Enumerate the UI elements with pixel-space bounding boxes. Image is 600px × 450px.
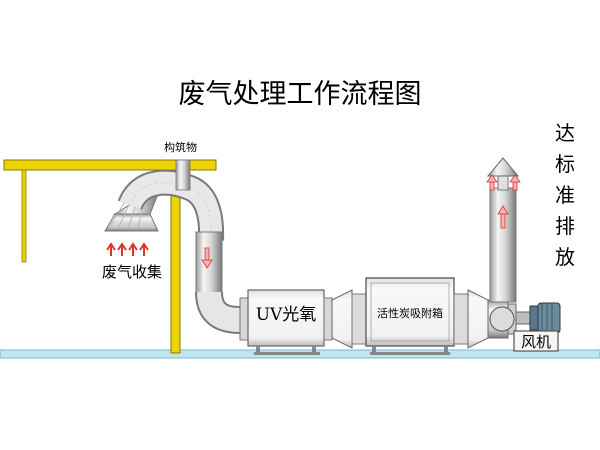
up-arrow-icon (128, 242, 138, 256)
collection-arrows (106, 242, 149, 256)
discharge-char: 准 (555, 183, 575, 207)
discharge-label: 达 标 准 排 放 (555, 121, 575, 269)
duct-elbow (195, 291, 241, 334)
discharge-char: 达 (555, 121, 575, 145)
discharge-char: 放 (555, 245, 575, 269)
up-arrow-icon (117, 242, 127, 256)
up-arrow-icon (139, 242, 149, 256)
fan-motor (529, 302, 561, 334)
building-label: 构筑物 (164, 140, 197, 154)
carbon-outlet-transition (453, 289, 489, 349)
collection-label: 废气收集 (102, 263, 162, 281)
discharge-char: 标 (555, 152, 575, 176)
uv-unit (239, 289, 333, 355)
discharge-char: 排 (555, 214, 575, 238)
fan-base (513, 330, 559, 352)
up-arrow-icon (509, 174, 521, 191)
up-arrow-icon (486, 174, 498, 191)
page-title: 废气处理工作流程图 (179, 79, 422, 110)
up-arrow-icon (106, 242, 116, 256)
fan-housing (487, 299, 531, 339)
down-arrow-icon (201, 247, 213, 269)
building-structure (3, 159, 217, 354)
up-arrow-icon (497, 205, 509, 229)
carbon-inlet-transition (331, 289, 367, 349)
carbon-label: 活性炭吸附箱 (377, 306, 443, 320)
collection-duct (117, 159, 225, 241)
uv-label: UV光氧 (256, 305, 317, 325)
fan-label: 风机 (521, 333, 551, 351)
carbon-box (365, 277, 455, 355)
